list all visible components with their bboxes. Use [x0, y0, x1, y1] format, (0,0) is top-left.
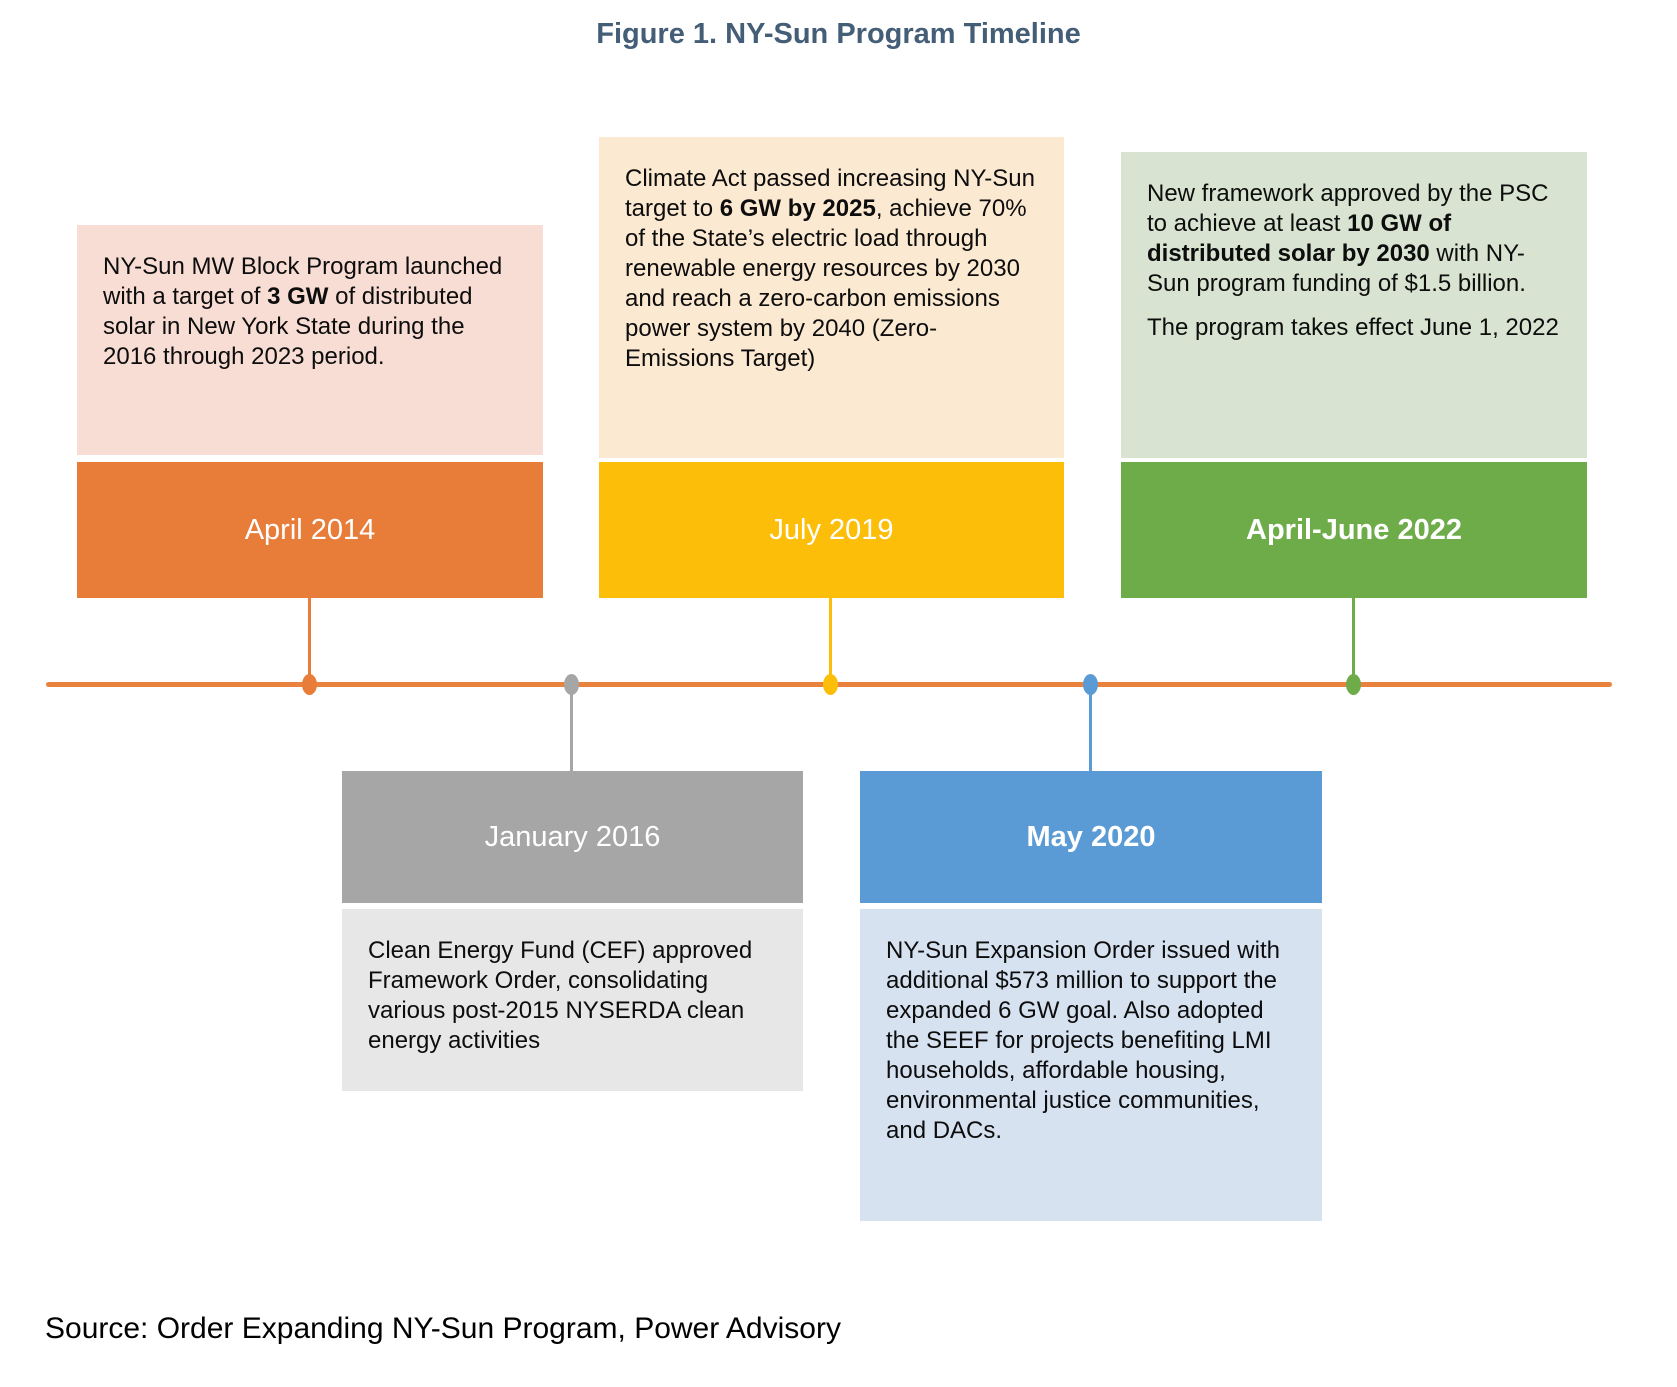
source-caption: Source: Order Expanding NY-Sun Program, …	[45, 1312, 841, 1345]
timeline-dot-april-2014	[302, 674, 317, 695]
event-date-label: April 2014	[244, 513, 376, 546]
timeline-connector-july-2019	[829, 598, 832, 684]
event-july-2019: Climate Act passed increasing NY-Sun tar…	[599, 0, 1064, 1387]
timeline-connector-april-2014	[308, 598, 311, 684]
event-description-april-june-2022: New framework approved by the PSC to ach…	[1121, 152, 1587, 458]
timeline-connector-january-2016	[570, 687, 573, 771]
event-may-2020: May 2020 NY-Sun Expansion Order issued w…	[860, 0, 1322, 1387]
timeline-connector-april-june-2022	[1352, 598, 1355, 684]
event-january-2016: January 2016 Clean Energy Fund (CEF) app…	[342, 0, 803, 1387]
event-description-may-2020: NY-Sun Expansion Order issued with addit…	[860, 909, 1322, 1221]
timeline-dot-january-2016	[564, 674, 579, 695]
event-date-april-2014: April 2014	[77, 462, 543, 598]
event-date-may-2020: May 2020	[860, 771, 1322, 903]
timeline-dot-may-2020	[1083, 674, 1098, 695]
event-description-april-2014: NY-Sun MW Block Program launched with a …	[77, 225, 543, 455]
event-april-2014: NY-Sun MW Block Program launched with a …	[77, 0, 543, 1387]
event-date-label: January 2016	[484, 820, 661, 853]
figure-title: Figure 1. NY-Sun Program Timeline	[596, 18, 1081, 50]
event-april-june-2022: New framework approved by the PSC to ach…	[1121, 0, 1587, 1387]
event-date-label: May 2020	[1026, 820, 1156, 853]
event-date-label: July 2019	[769, 513, 894, 546]
event-description-january-2016: Clean Energy Fund (CEF) approved Framewo…	[342, 909, 803, 1091]
event-date-january-2016: January 2016	[342, 771, 803, 903]
timeline-dot-july-2019	[823, 674, 838, 695]
event-date-label: April-June 2022	[1246, 513, 1462, 546]
event-date-april-june-2022: April-June 2022	[1121, 462, 1587, 598]
timeline-dot-april-june-2022	[1346, 674, 1361, 695]
event-date-july-2019: July 2019	[599, 462, 1064, 598]
event-description-july-2019: Climate Act passed increasing NY-Sun tar…	[599, 137, 1064, 458]
timeline-connector-may-2020	[1089, 687, 1092, 771]
